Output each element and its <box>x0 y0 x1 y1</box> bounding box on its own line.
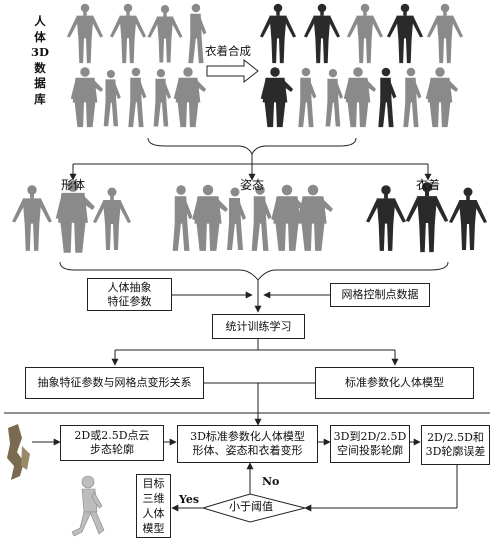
decision-no: No <box>262 475 280 488</box>
projection-box: 3D到2D/2.5D 空间投影轮廓 <box>330 425 410 463</box>
db-figure <box>70 67 104 128</box>
database-brace <box>147 137 357 156</box>
clothed-figures <box>259 3 464 128</box>
clothed-figure <box>426 3 464 64</box>
clothed-figure <box>346 3 384 64</box>
clothed-figure <box>298 67 317 128</box>
point-cloud <box>7 424 30 480</box>
clothed-figure <box>343 67 377 128</box>
db-figure <box>103 69 121 127</box>
synthesis-arrow <box>206 58 259 84</box>
threshold-decision <box>201 493 306 523</box>
pose-figure <box>227 187 246 250</box>
relation-box: 抽象特征参数与网格点变形关系 <box>25 367 204 399</box>
mesh-control-box: 网格控制点数据 <box>330 283 430 307</box>
shape-figure <box>12 185 52 251</box>
clothed-figure <box>260 67 294 128</box>
decision-yes: Yes <box>179 493 200 506</box>
category-connectors <box>69 154 432 181</box>
clothed-figure <box>303 3 341 64</box>
clothing-figure <box>449 187 487 250</box>
pose-figure <box>251 185 272 251</box>
clothed-figure <box>386 3 424 64</box>
abstract-params-box: 人体抽象 特征参数 <box>87 278 172 311</box>
training-connectors <box>111 280 399 426</box>
clothed-figure <box>325 69 344 127</box>
db-figure <box>128 67 147 128</box>
clothing-figures <box>366 182 487 253</box>
flow-connectors <box>32 438 458 512</box>
target-model-box: 目标 三维 人体 模型 <box>136 474 171 538</box>
target-human-figure <box>71 475 105 537</box>
database-figures <box>66 3 207 128</box>
db-figure <box>66 3 104 64</box>
pose-figures <box>172 184 333 251</box>
category-clothing: 衣着 <box>416 178 441 192</box>
shape-figure <box>93 187 131 250</box>
clothing-figure <box>405 182 449 253</box>
pose-figure <box>297 184 333 251</box>
pose-figure <box>172 185 193 251</box>
category-body-shape: 形体 <box>61 178 86 192</box>
clothing-figure <box>366 185 406 251</box>
error-box: 2D/2.5D和 3D轮廓误差 <box>421 425 490 465</box>
clothed-figure <box>403 67 422 128</box>
clothed-figure <box>425 67 459 128</box>
category-pose: 姿态 <box>240 178 265 192</box>
db-figure <box>109 3 147 64</box>
training-box: 统计训练学习 <box>212 314 305 339</box>
db-figure <box>173 67 207 128</box>
db-figure <box>147 5 183 63</box>
deform-box: 3D标准参数化人体模型 形体、姿态和衣着变形 <box>177 425 318 463</box>
clothed-figure <box>378 67 397 128</box>
clothed-figure <box>259 3 297 64</box>
input-contour-box: 2D或2.5D点云 步态轮廓 <box>60 425 164 461</box>
db-figure <box>188 3 207 64</box>
db-figure <box>153 69 172 127</box>
database-label: 人 体 3D 数 据 库 <box>31 14 49 106</box>
pose-figure <box>192 184 228 251</box>
threshold-label: 小于阈值 <box>229 500 273 513</box>
param-model-box: 标准参数化人体模型 <box>315 367 474 399</box>
synthesis-label: 衣着合成 <box>205 44 251 58</box>
